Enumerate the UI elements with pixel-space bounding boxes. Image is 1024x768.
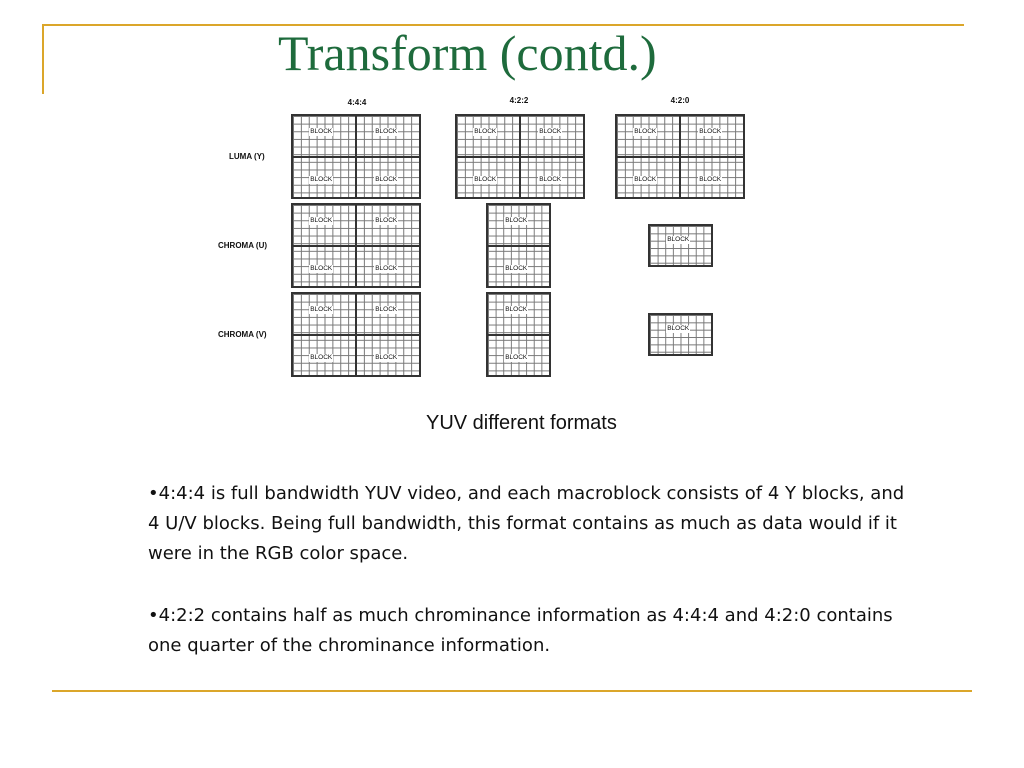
grid-420-chroma-v	[648, 313, 713, 356]
row-label-chroma-u: CHROMA (U)	[218, 241, 268, 250]
format-header-444: 4:4:4	[347, 98, 367, 107]
slide-title: Transform (contd.)	[278, 25, 657, 81]
block-label: BLOCK	[633, 127, 658, 136]
block-label: BLOCK	[309, 353, 334, 362]
block-label: BLOCK	[504, 264, 529, 273]
block-label: BLOCK	[374, 175, 399, 184]
format-header-420: 4:2:0	[670, 96, 690, 105]
block-divider	[486, 333, 551, 336]
block-label: BLOCK	[504, 305, 529, 314]
block-label: BLOCK	[309, 305, 334, 314]
bullet-item-444: •4:4:4 is full bandwidth YUV video, and …	[148, 483, 905, 564]
bottom-accent-line	[52, 690, 972, 692]
block-label: BLOCK	[473, 175, 498, 184]
block-divider	[615, 155, 745, 158]
left-accent-line	[42, 24, 44, 94]
block-divider	[486, 244, 551, 247]
block-label: BLOCK	[698, 127, 723, 136]
block-label: BLOCK	[374, 216, 399, 225]
block-label: BLOCK	[309, 175, 334, 184]
top-accent-line	[42, 24, 964, 26]
block-label: BLOCK	[374, 264, 399, 273]
block-label: BLOCK	[666, 236, 691, 245]
block-label: BLOCK	[309, 264, 334, 273]
grid-420-chroma-u	[648, 224, 713, 267]
bullet-list: •4:4:4 is full bandwidth YUV video, and …	[148, 479, 918, 693]
block-label: BLOCK	[309, 127, 334, 136]
row-label-luma: LUMA (Y)	[229, 152, 265, 161]
bullet-item-422: •4:2:2 contains half as much chrominance…	[148, 605, 893, 656]
block-label: BLOCK	[473, 127, 498, 136]
block-label: BLOCK	[538, 127, 563, 136]
block-divider	[291, 244, 421, 247]
block-label: BLOCK	[309, 216, 334, 225]
block-label: BLOCK	[374, 353, 399, 362]
block-divider	[291, 333, 421, 336]
row-label-chroma-v: CHROMA (V)	[218, 330, 267, 339]
block-label: BLOCK	[504, 216, 529, 225]
block-label: BLOCK	[633, 175, 658, 184]
block-label: BLOCK	[666, 325, 691, 334]
block-divider	[455, 155, 585, 158]
block-divider	[291, 155, 421, 158]
diagram-caption: YUV different formats	[426, 412, 617, 434]
block-label: BLOCK	[504, 353, 529, 362]
format-header-422: 4:2:2	[509, 96, 529, 105]
block-label: BLOCK	[374, 127, 399, 136]
block-label: BLOCK	[374, 305, 399, 314]
block-label: BLOCK	[538, 175, 563, 184]
block-label: BLOCK	[698, 175, 723, 184]
